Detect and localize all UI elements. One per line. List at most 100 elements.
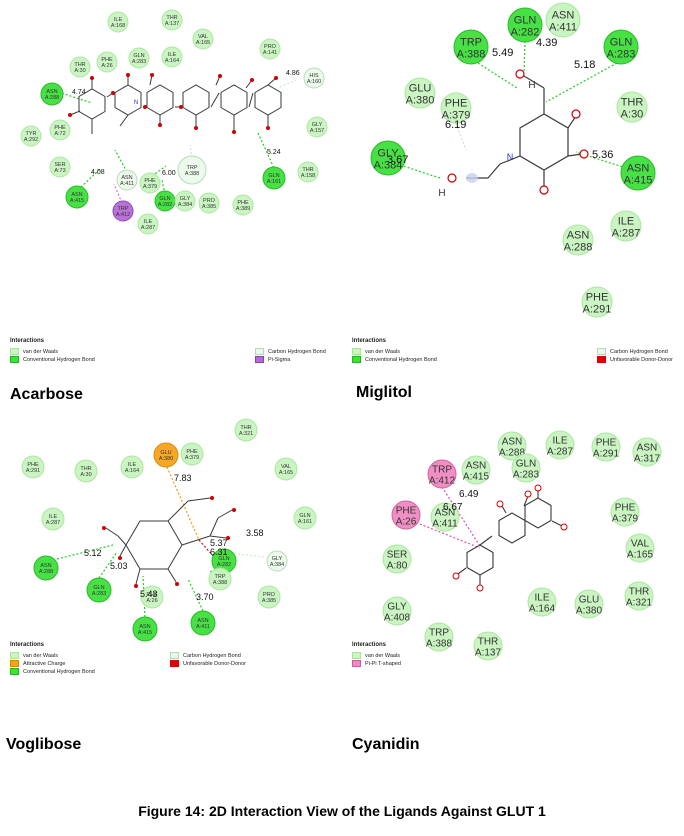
svg-text:A:137: A:137 (165, 21, 179, 27)
legend-item-hbond: Conventional Hydrogen Bond (10, 668, 95, 675)
distance-label: 5.36 (592, 149, 613, 161)
svg-text:GLY: GLY (312, 122, 323, 128)
svg-text:ASN: ASN (139, 624, 150, 630)
voglibose-ligand-structure (102, 496, 236, 588)
svg-text:TRP: TRP (460, 36, 482, 48)
svg-text:A:161: A:161 (298, 519, 312, 525)
svg-text:A:283: A:283 (92, 591, 106, 597)
svg-text:A:408: A:408 (384, 613, 411, 624)
svg-text:GLN: GLN (514, 14, 537, 26)
svg-text:ASN: ASN (567, 229, 590, 241)
svg-text:GLN: GLN (159, 196, 170, 202)
svg-text:PHE: PHE (27, 462, 39, 468)
svg-text:PHE: PHE (101, 57, 113, 63)
svg-text:GLU: GLU (579, 595, 600, 606)
interaction-line-hbond (151, 165, 167, 177)
svg-text:PHE: PHE (596, 438, 617, 449)
legend-label: Conventional Hydrogen Bond (23, 668, 95, 675)
legend-swatch (10, 652, 19, 659)
svg-text:A:165: A:165 (196, 40, 210, 46)
interaction-line-hbond (477, 62, 518, 89)
legend-swatch (255, 348, 264, 355)
svg-text:A:388: A:388 (185, 171, 199, 177)
svg-text:A:72: A:72 (54, 131, 65, 137)
cyanidin-ligand-name: Cyanidin (352, 736, 420, 753)
svg-text:A:380: A:380 (159, 456, 173, 462)
legend-label: Attractive Charge (23, 660, 66, 667)
svg-text:A:411: A:411 (196, 624, 210, 630)
svg-text:A:288: A:288 (564, 241, 593, 253)
interaction-line-pisigma (113, 183, 123, 204)
legend-label: Conventional Hydrogen Bond (365, 356, 437, 363)
svg-text:THR: THR (74, 62, 85, 68)
interaction-lines (399, 40, 627, 179)
svg-text:THR: THR (240, 425, 251, 431)
svg-text:A:73: A:73 (54, 168, 65, 174)
distance-label: 6.67 (443, 502, 463, 513)
distance-label: 5.12 (84, 548, 102, 558)
svg-text:A:160: A:160 (307, 79, 321, 85)
distance-label: 3.67 (387, 154, 408, 166)
legend-swatch (255, 356, 264, 363)
svg-text:VAL: VAL (198, 34, 208, 40)
svg-text:ASN: ASN (71, 192, 82, 198)
distance-label: 6.31 (210, 547, 228, 557)
miglitol-diagram: NHHTRPA:388GLNA:282ASNA:411GLNA:283GLUA:… (370, 2, 656, 318)
legend-title: Interactions (352, 338, 387, 344)
voglibose-ligand-name: Voglibose (6, 736, 82, 753)
svg-text:PHE: PHE (54, 125, 66, 131)
svg-text:A:158: A:158 (301, 173, 315, 179)
svg-text:ILE: ILE (128, 462, 137, 468)
interaction-line-ch (279, 79, 297, 88)
svg-text:A:415: A:415 (463, 472, 490, 483)
interaction-line-hbond (56, 544, 114, 560)
distance-label: 3.70 (196, 592, 214, 602)
svg-text:HIS: HIS (309, 73, 319, 79)
svg-text:ASN: ASN (502, 437, 523, 448)
svg-text:GLY: GLY (272, 556, 283, 562)
svg-text:SER: SER (387, 550, 408, 561)
interaction-line-hbond (575, 151, 627, 169)
svg-text:ASN: ASN (637, 443, 658, 454)
legend-item-vdw: van der Waals (352, 652, 400, 659)
svg-text:A:388: A:388 (426, 639, 453, 650)
svg-text:A:30: A:30 (74, 68, 85, 74)
svg-text:A:412: A:412 (116, 212, 130, 218)
legend-label: Carbon Hydrogen Bond (183, 652, 241, 659)
distance-label: 4.39 (536, 37, 557, 49)
svg-text:A:282: A:282 (217, 562, 231, 568)
svg-text:ILE: ILE (168, 52, 177, 58)
svg-text:TRP: TRP (429, 628, 449, 639)
acarbose-ligand-structure: N (68, 73, 282, 134)
svg-text:GLN: GLN (268, 173, 279, 179)
svg-text:A:283: A:283 (132, 59, 146, 65)
interaction-line-attractive (166, 466, 200, 541)
interaction-line-hbond (187, 578, 204, 612)
legend-swatch (597, 348, 606, 355)
svg-text:A:291: A:291 (583, 303, 612, 315)
